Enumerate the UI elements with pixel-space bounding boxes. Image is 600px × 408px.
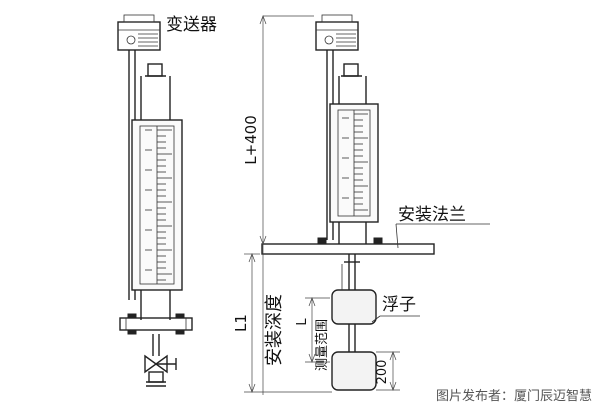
- right-gauge: [261, 14, 435, 391]
- right-transmitter-head: [315, 14, 359, 51]
- dimension-l-plus-400: [259, 15, 314, 245]
- range-label: 测量范围: [315, 319, 330, 371]
- right-scale-ticks: [342, 113, 368, 211]
- dim-200-label: 200: [375, 360, 390, 385]
- l-plus-400-label: L+400: [242, 115, 260, 165]
- dimension-l1: [244, 253, 332, 393]
- l1-label: L1: [232, 314, 250, 332]
- float-label: 浮子: [382, 295, 416, 315]
- dimension-200: [376, 351, 400, 391]
- left-scale-ticks: [145, 129, 172, 281]
- mounting-flange: [261, 243, 435, 255]
- dimension-range: [305, 297, 330, 363]
- left-gauge: [117, 14, 193, 387]
- flange-label: 安装法兰: [398, 205, 466, 225]
- float-lower: [331, 351, 377, 391]
- left-transmitter-head: [117, 14, 161, 51]
- float-upper: [331, 289, 377, 325]
- drain-valve-icon: [144, 354, 168, 374]
- image-credit: 图片发布者：厦门辰迈智慧: [435, 389, 592, 404]
- transmitter-label: 变送器: [166, 15, 217, 35]
- install-depth-label: 安装深度: [264, 294, 285, 366]
- range-l-label: L: [295, 318, 310, 326]
